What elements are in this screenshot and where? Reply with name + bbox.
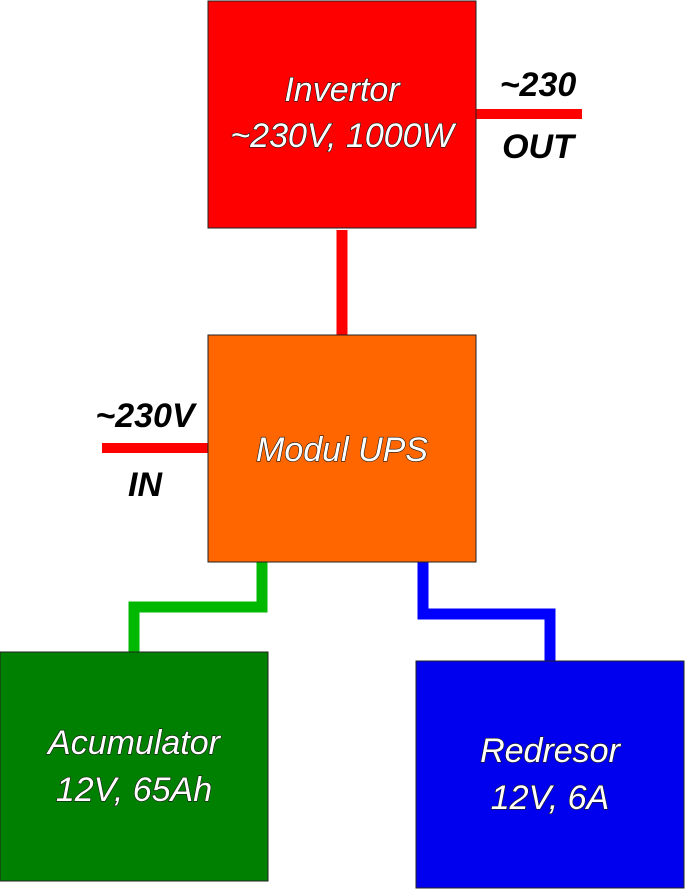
output-voltage-label: ~230 xyxy=(500,66,577,104)
acumulator-block[interactable] xyxy=(0,651,269,882)
acumulator-rating: 12V, 65Ah xyxy=(56,771,212,809)
redresor-rating: 12V, 6A xyxy=(491,779,609,817)
redresor-block[interactable] xyxy=(415,660,685,889)
invertor-block[interactable] xyxy=(207,0,477,229)
invertor-rating: ~230V, 1000W xyxy=(230,117,456,155)
acumulator-title: Acumulator xyxy=(46,724,222,762)
output-label: OUT xyxy=(502,128,577,166)
redresor-title: Redresor xyxy=(480,732,622,770)
ups-module-block[interactable] xyxy=(207,334,477,563)
ups-acumulator-link xyxy=(128,562,268,652)
invertor-title: Invertor xyxy=(284,71,401,109)
input-label: IN xyxy=(128,466,163,504)
input-voltage-label: ~230V xyxy=(95,397,198,435)
ups-module-title: Modul UPS xyxy=(256,431,428,469)
ups-redresor-link xyxy=(417,562,556,661)
